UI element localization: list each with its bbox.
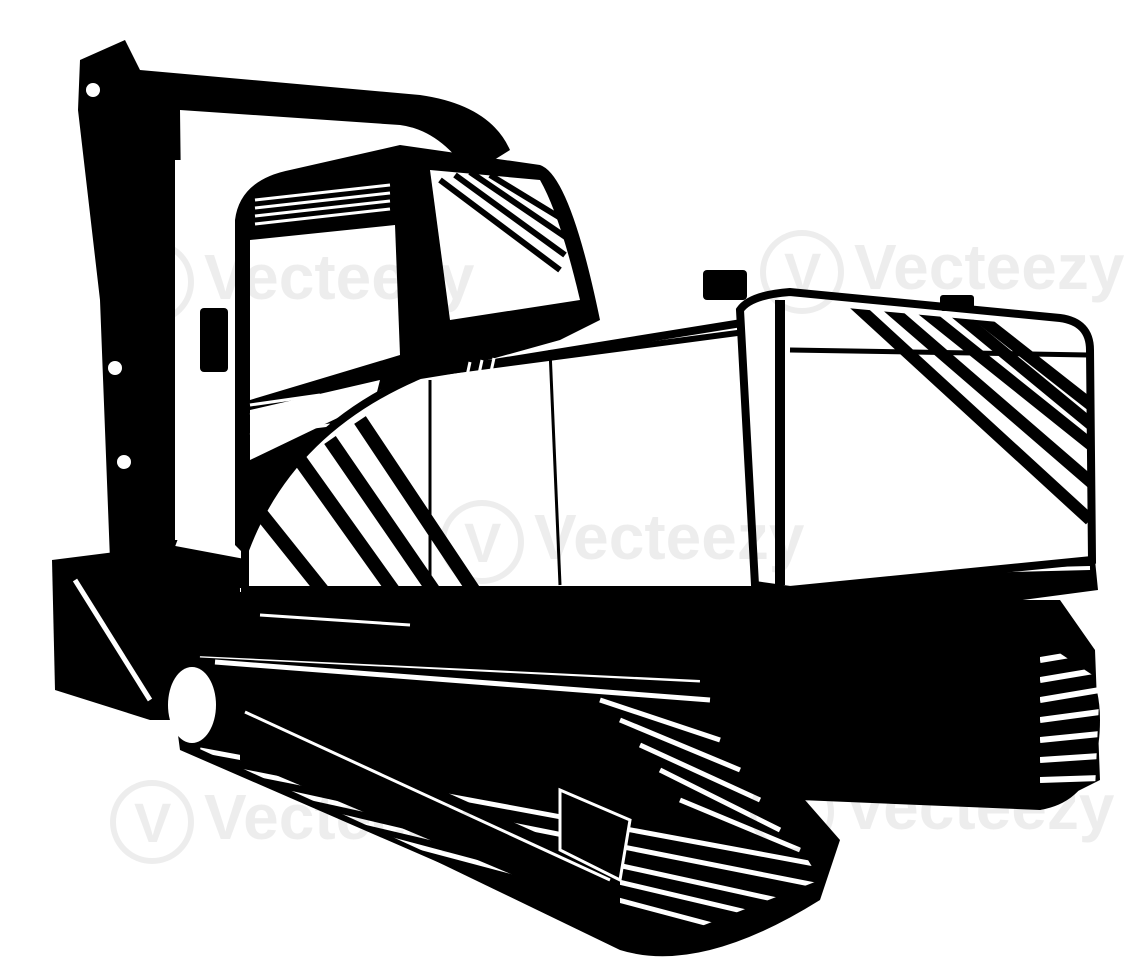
boom-arm <box>78 40 510 560</box>
exhaust-cap <box>703 270 747 300</box>
engine-cover <box>703 270 1097 595</box>
cab <box>175 145 600 560</box>
left-track <box>167 640 841 957</box>
boom-pin <box>108 361 122 375</box>
boom-pin <box>86 83 100 97</box>
boom-pin <box>117 455 131 469</box>
fuel-cap <box>940 295 974 311</box>
side-housing <box>241 315 775 594</box>
idler-wheel <box>168 667 216 743</box>
right-track <box>1000 630 1100 810</box>
side-mirror <box>200 308 228 372</box>
